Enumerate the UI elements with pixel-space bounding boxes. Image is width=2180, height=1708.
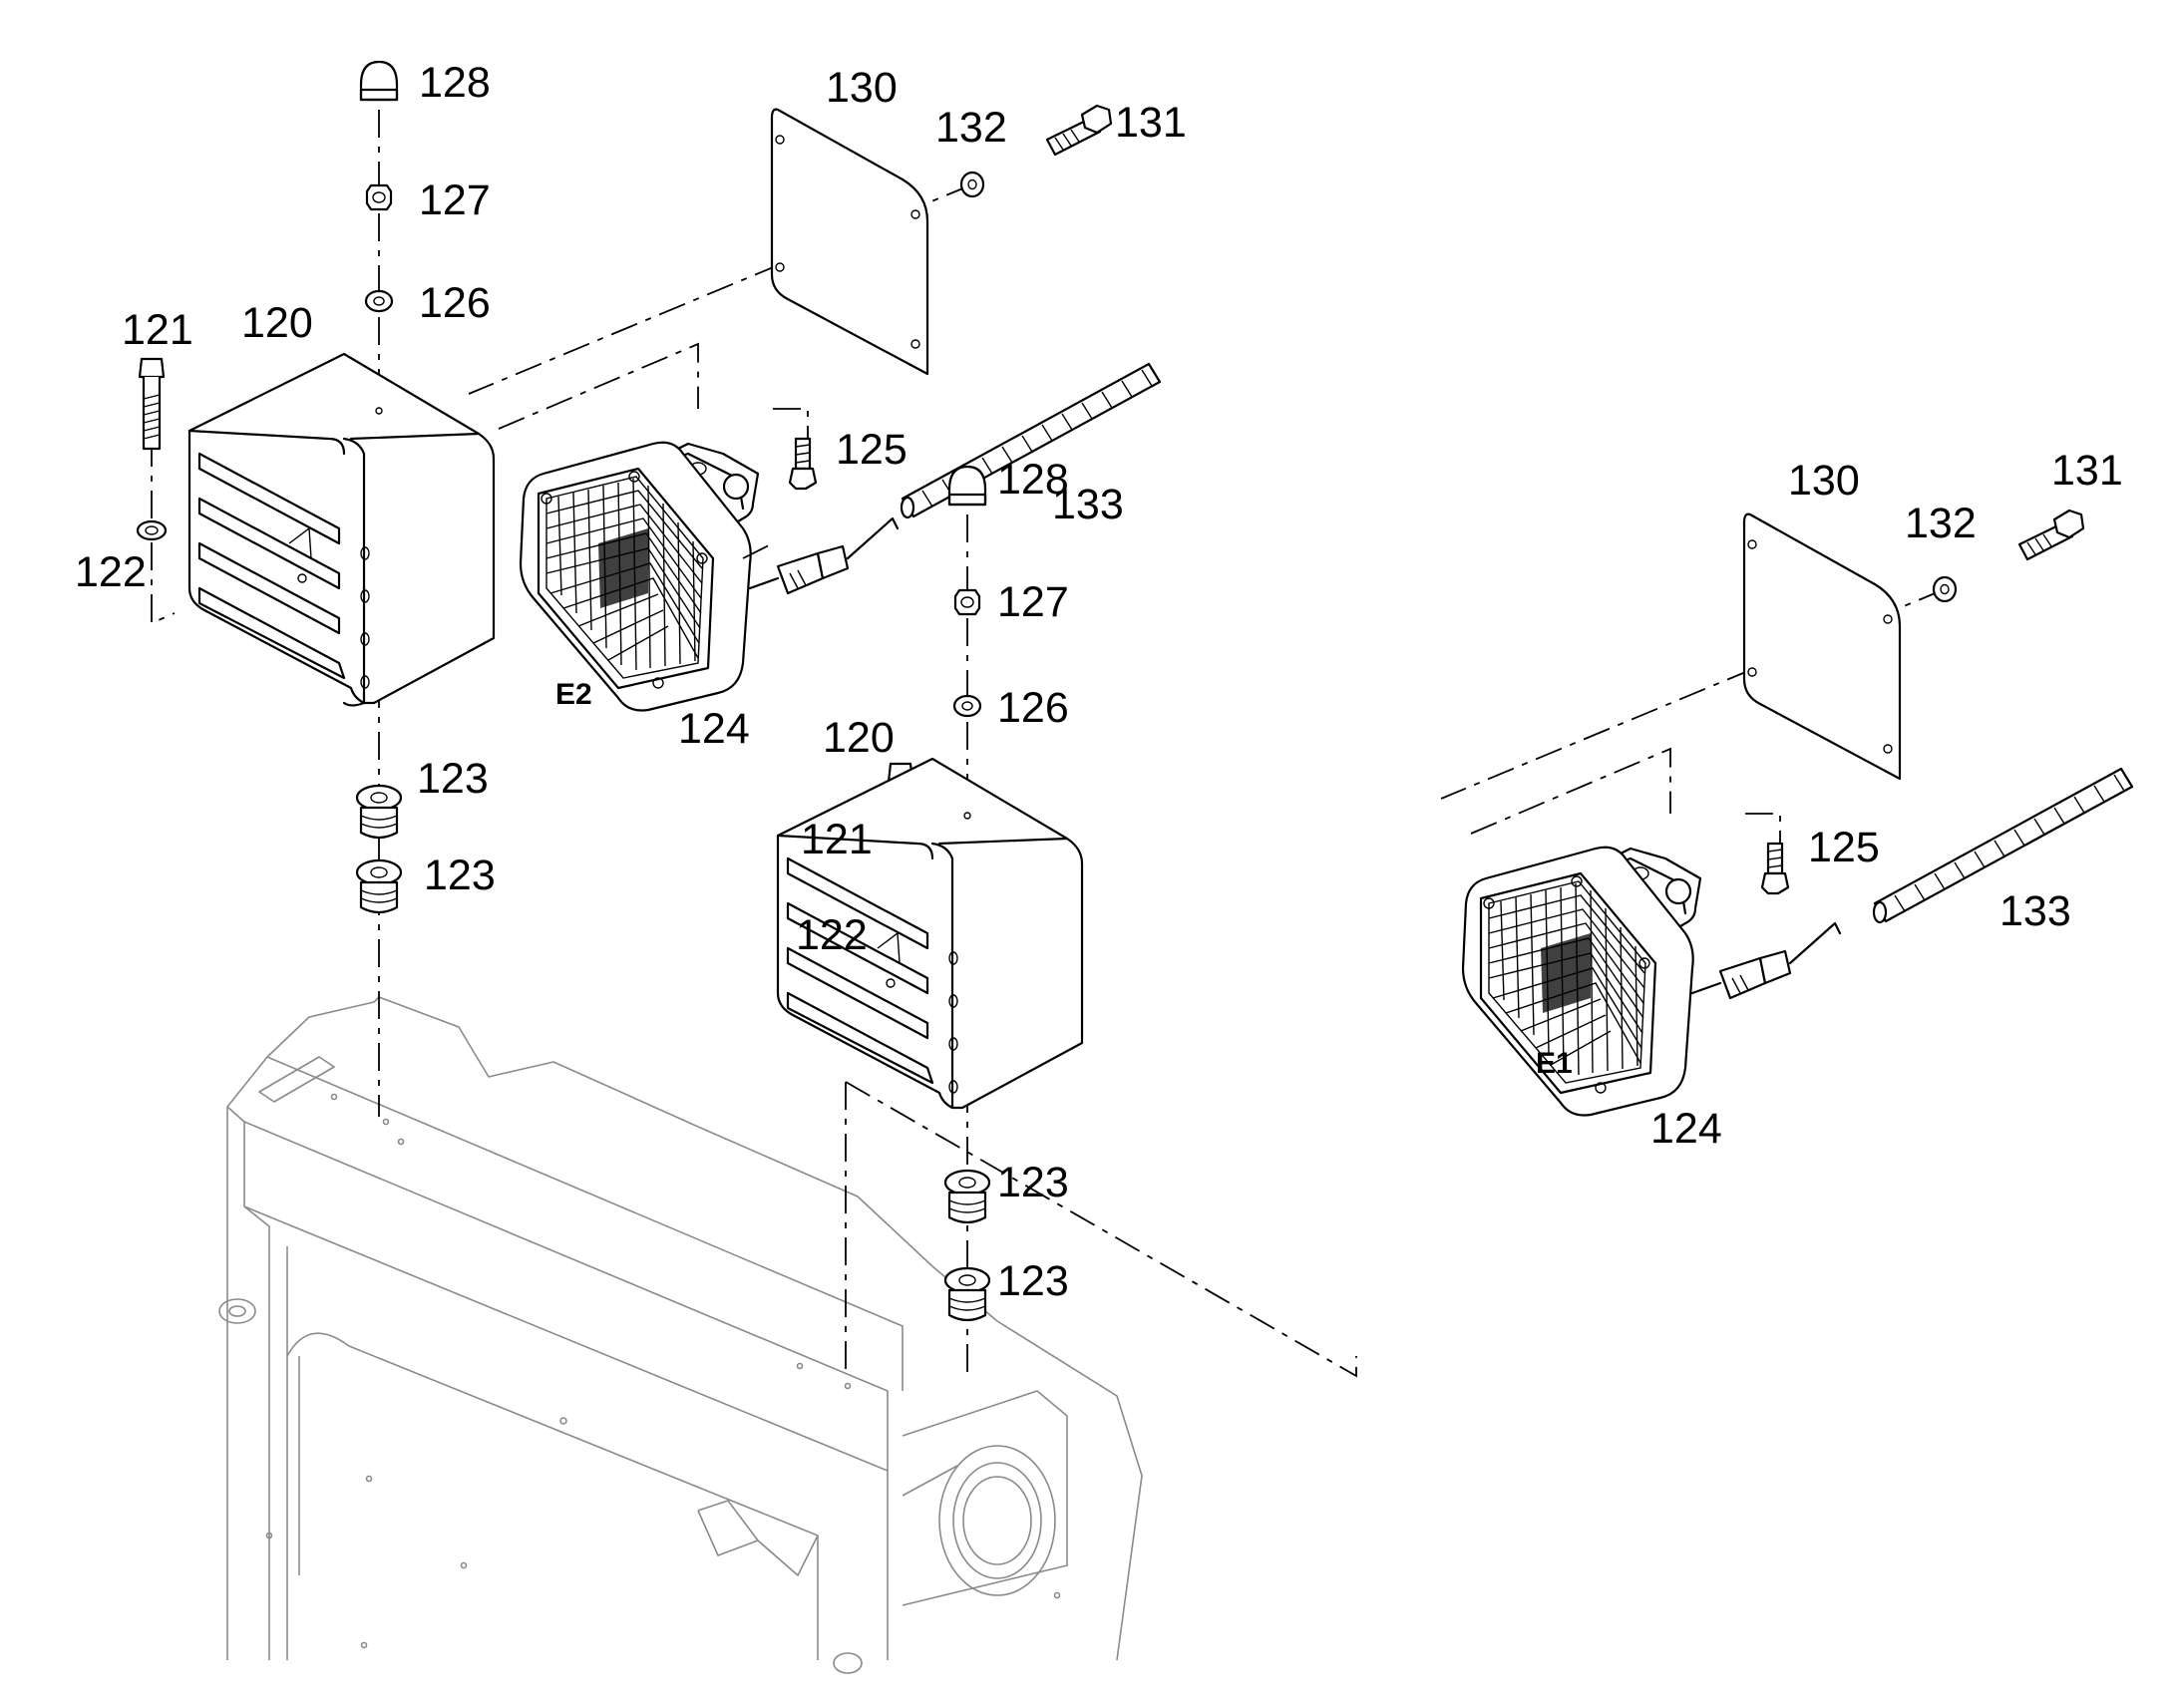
bolt-131-e2 [1045, 104, 1113, 157]
conduit-133-e2 [900, 362, 1162, 519]
housing-120-e2 [187, 352, 496, 707]
cover-plate-130-e1 [1742, 512, 1902, 781]
screw-125-e2 [788, 437, 818, 491]
centerline-bracket-e1 [1470, 747, 1671, 835]
callout-120-e1: 120 [823, 714, 895, 762]
callout-120-e2: 120 [241, 299, 313, 347]
callout-127-e1: 127 [997, 578, 1069, 626]
callout-122-e1: 122 [796, 911, 868, 959]
lamp-124-e1 [1461, 846, 1842, 1117]
washer-126-e1 [952, 694, 982, 718]
centerline-bolt-e2 [151, 439, 176, 625]
washer-126-e2 [364, 289, 394, 313]
assembly-e1: 130 132 131 128 127 126 121 120 122 125 … [776, 447, 2134, 1372]
callout-123-upper-e2: 123 [417, 755, 489, 803]
grommet-123-upper-e2 [355, 784, 403, 840]
callout-121-e2: 121 [122, 306, 193, 354]
machine-frame [218, 996, 1143, 1674]
lamp-grille-e1 [1488, 880, 1646, 1084]
callout-131-e2: 131 [1115, 99, 1187, 147]
callout-122-e2: 122 [75, 548, 147, 596]
callout-124-e2: 124 [678, 705, 750, 753]
washer-132-e2 [959, 171, 985, 198]
assembly-e2: 130 132 131 128 127 126 121 120 122 125 … [75, 59, 1357, 1378]
grommet-123-lower-e1 [943, 1266, 991, 1322]
callout-133-e2: 133 [1052, 481, 1124, 528]
lamp-grille-e2 [545, 476, 704, 679]
grommet-123-lower-e2 [355, 858, 403, 914]
callout-128-e2: 128 [419, 59, 491, 107]
bolt-121-e2 [138, 357, 166, 451]
callout-126-e1: 126 [997, 684, 1069, 732]
centerline-screw-e1 [1745, 813, 1781, 844]
bolt-131-e1 [2017, 509, 2085, 561]
callout-126-e2: 126 [419, 279, 491, 327]
cap-nut-128-e2 [359, 60, 399, 102]
centerline-plate-frame [845, 1081, 1357, 1378]
callout-130-e1: 130 [1788, 457, 1860, 505]
grommet-123-upper-e1 [943, 1169, 991, 1224]
callout-121-e1: 121 [801, 816, 873, 863]
conduit-133-e1 [1872, 767, 2134, 924]
callout-128-e1: 128 [997, 456, 1069, 504]
washer-122-e2 [136, 519, 168, 541]
callout-127-e2: 127 [419, 176, 491, 224]
lamp-124-e2 [519, 441, 900, 712]
nut-127-e2 [365, 183, 393, 211]
callout-131-e1: 131 [2051, 447, 2123, 495]
centerline-screw-e2 [773, 408, 809, 439]
callout-124-e1: 124 [1650, 1105, 1722, 1153]
lamp-label-e2: E2 [555, 678, 592, 711]
callout-123-lower-e1: 123 [997, 1257, 1069, 1305]
lamp-label-e1: E1 [1536, 1047, 1573, 1080]
callout-130-e2: 130 [826, 64, 898, 112]
screw-125-e1 [1760, 842, 1790, 895]
callout-132-e1: 132 [1905, 500, 1977, 547]
callout-132-e2: 132 [935, 104, 1007, 152]
washer-132-e1 [1932, 575, 1958, 603]
nut-127-e1 [953, 588, 981, 616]
callout-125-e1: 125 [1808, 824, 1880, 871]
cap-nut-128-e1 [947, 465, 987, 507]
callout-125-e2: 125 [836, 426, 908, 474]
callout-133-e1: 133 [1999, 887, 2071, 935]
housing-120-e1 [776, 757, 1084, 1110]
cover-plate-130-e2 [770, 108, 929, 376]
callout-123-lower-e2: 123 [424, 852, 496, 899]
callout-123-upper-e1: 123 [997, 1159, 1069, 1206]
centerline-bracket-e2 [498, 342, 699, 430]
